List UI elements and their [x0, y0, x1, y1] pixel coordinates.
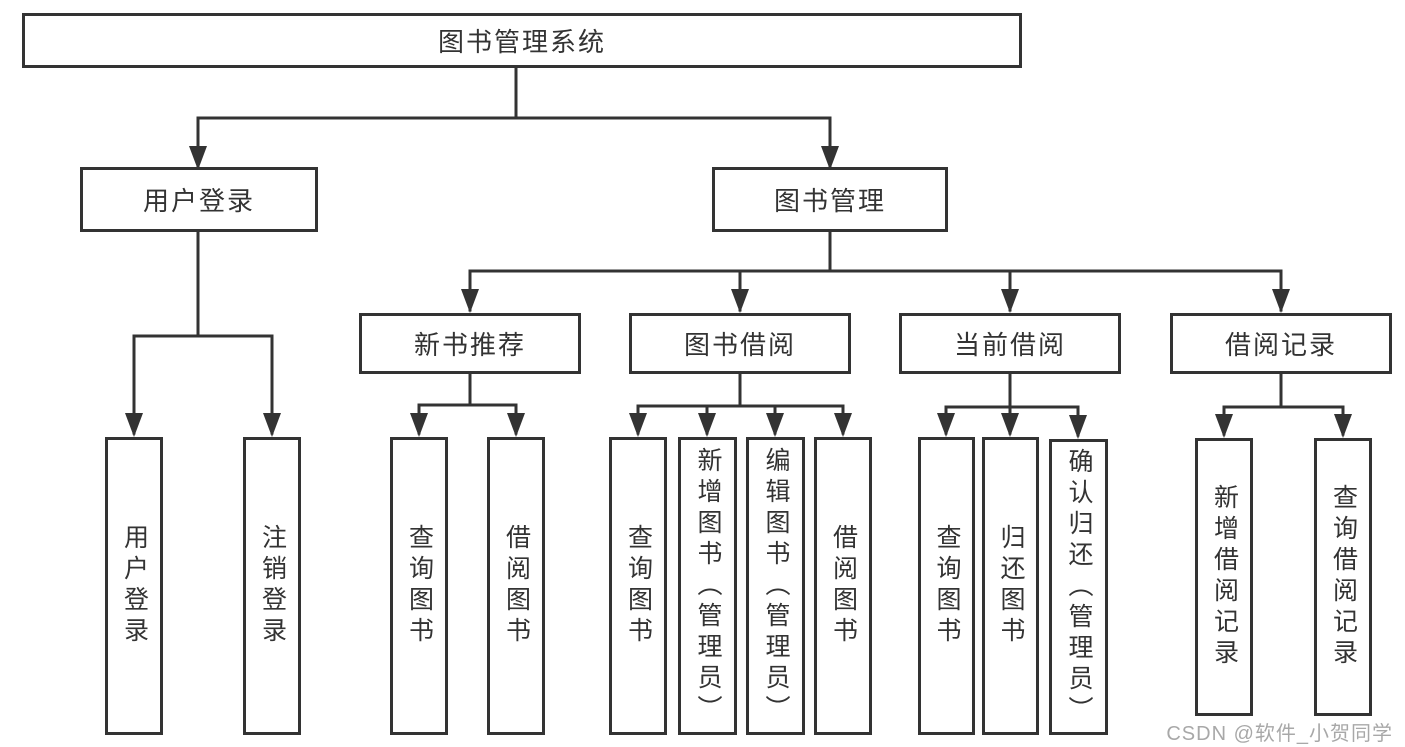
arrow-down-icon: [1001, 413, 1019, 437]
arrow-down-icon: [410, 413, 428, 437]
node-current-borrow: 当前借阅: [899, 313, 1121, 374]
arrow-down-icon: [1334, 414, 1352, 438]
node-borrow-records: 借阅记录: [1170, 313, 1392, 374]
leaf-newbook-borrow-books: 借阅图书: [487, 437, 545, 735]
leaf-borrow-query-books: 查询图书: [609, 437, 667, 735]
leaf-current-query-books: 查询图书: [918, 437, 975, 735]
csdn-watermark: CSDN @软件_小贺同学: [1166, 723, 1393, 745]
leaf-newbook-query-books: 查询图书: [390, 437, 448, 735]
arrow-down-icon: [1001, 289, 1019, 313]
arrow-down-icon: [937, 413, 955, 437]
arrow-down-icon: [834, 413, 852, 437]
leaf-query-borrow-record: 查询借阅记录: [1314, 438, 1372, 716]
leaf-borrow-lend-books: 借阅图书: [814, 437, 872, 735]
arrow-down-icon: [698, 413, 716, 437]
node-new-book-recommend: 新书推荐: [359, 313, 581, 374]
arrow-down-icon: [766, 413, 784, 437]
arrow-down-icon: [1069, 415, 1087, 439]
leaf-confirm-return-admin: 确认归还（管理员）: [1049, 439, 1108, 735]
node-book-borrow: 图书借阅: [629, 313, 851, 374]
arrowheads: [125, 146, 1352, 439]
leaf-logout: 注销登录: [243, 437, 301, 735]
arrow-down-icon: [507, 413, 525, 437]
arrow-down-icon: [263, 413, 281, 437]
arrow-down-icon: [629, 413, 647, 437]
leaf-return-books: 归还图书: [982, 437, 1039, 735]
connector-paths: [132, 66, 1345, 437]
arrow-down-icon: [821, 146, 839, 170]
leaf-add-borrow-record: 新增借阅记录: [1195, 438, 1253, 716]
leaf-add-books-admin: 新增图书（管理员）: [678, 437, 737, 735]
arrow-down-icon: [189, 146, 207, 170]
arrow-down-icon: [731, 289, 749, 313]
arrow-down-icon: [125, 413, 143, 437]
node-library-management-system: 图书管理系统: [22, 13, 1022, 68]
leaf-edit-books-admin: 编辑图书（管理员）: [746, 437, 805, 735]
arrow-down-icon: [461, 289, 479, 313]
node-user-login: 用户登录: [80, 167, 318, 232]
leaf-user-login: 用户登录: [105, 437, 163, 735]
arrow-down-icon: [1272, 289, 1290, 313]
node-book-management: 图书管理: [712, 167, 948, 232]
arrow-down-icon: [1215, 414, 1233, 438]
